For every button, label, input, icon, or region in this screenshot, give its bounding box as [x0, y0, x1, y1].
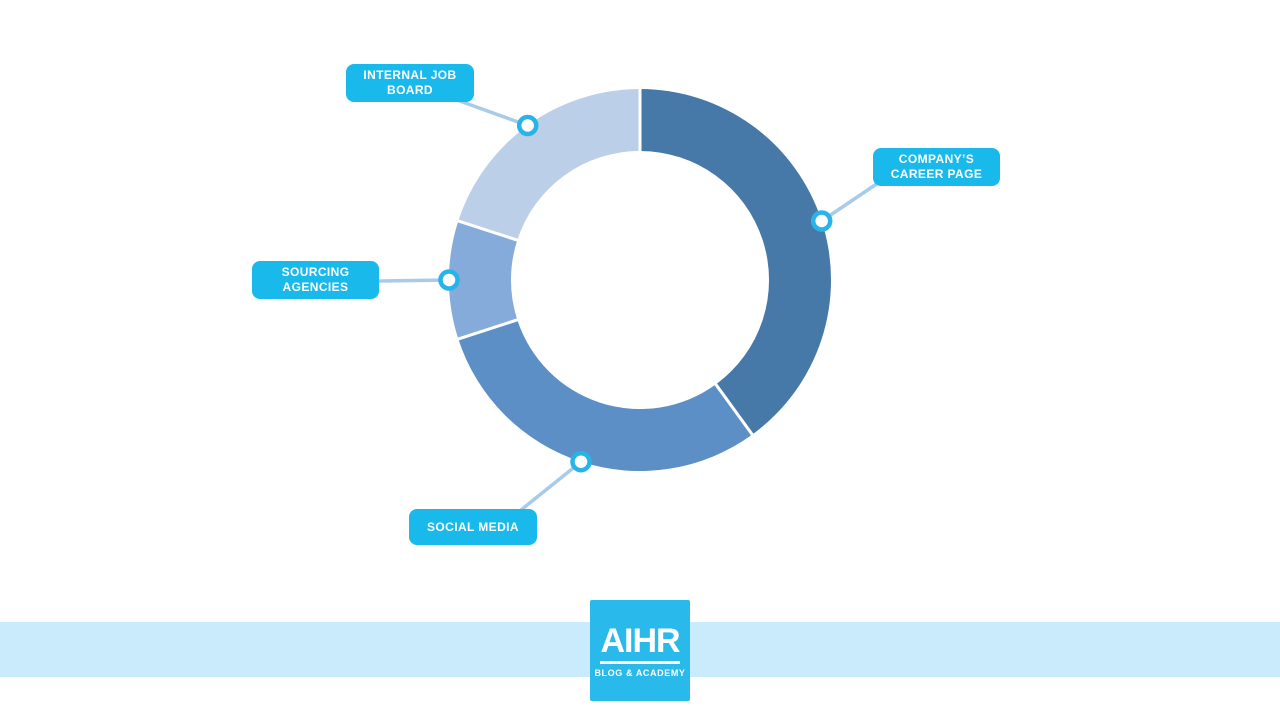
- donut-segment-internal-job-board: [458, 88, 640, 241]
- callout-social-media-label: SOCIAL MEDIA: [427, 519, 519, 534]
- logo-divider: [600, 660, 680, 664]
- aihr-logo: AIHR BLOG & ACADEMY: [590, 600, 690, 701]
- donut-segment-social-media: [458, 319, 753, 472]
- callout-companys-career-page-label: COMPANY’S CAREER PAGE: [890, 152, 983, 181]
- connector-line-internal-job-board: [455, 98, 530, 128]
- connector-line-sourcing-agencies: [378, 278, 451, 283]
- segment-separator: [712, 381, 756, 438]
- ring-marker-social-media: [570, 450, 592, 473]
- ring-marker-internal-job-board: [516, 114, 539, 137]
- ring-marker-company-s-career-page: [810, 210, 833, 232]
- connector-line-social-media: [519, 459, 583, 512]
- ring-marker-sourcing-agencies: [438, 269, 460, 291]
- logo-title: AIHR: [600, 621, 680, 660]
- logo-subtitle: BLOG & ACADEMY: [594, 667, 686, 678]
- callout-sourcing-agencies: SOURCING AGENCIES: [252, 261, 379, 299]
- callout-internal-job-board-label: INTERNAL JOB BOARD: [363, 68, 457, 97]
- callout-sourcing-agencies-label: SOURCING AGENCIES: [281, 265, 350, 294]
- callout-companys-career-page: COMPANY’S CAREER PAGE: [873, 148, 1000, 186]
- segment-separator: [455, 317, 521, 342]
- callout-social-media: SOCIAL MEDIA: [409, 509, 537, 545]
- segment-separator: [455, 218, 521, 243]
- donut-segment-company-s-career-page: [640, 89, 832, 435]
- connector-line-company-s-career-page: [819, 181, 880, 223]
- donut-segment-sourcing-agencies: [448, 221, 518, 339]
- callout-internal-job-board: INTERNAL JOB BOARD: [346, 64, 474, 102]
